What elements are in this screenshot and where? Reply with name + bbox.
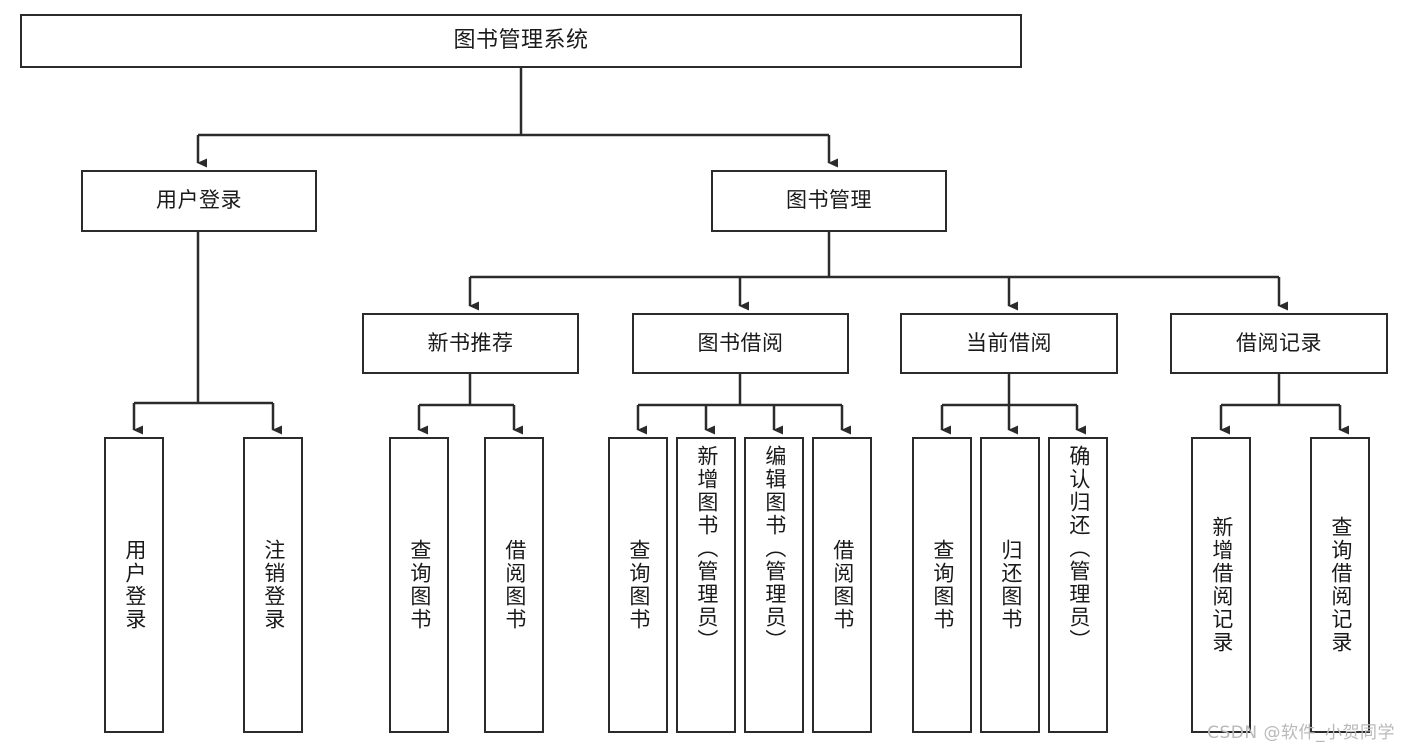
node-new-book-recommend[interactable]: 新书推荐 xyxy=(362,313,579,374)
node-label: 查询图书 xyxy=(626,539,651,631)
node-label: 查询图书 xyxy=(407,539,432,631)
node-leaf-borrow-book-recommend[interactable]: 借阅图书 xyxy=(484,437,544,733)
node-label: 用户登录 xyxy=(122,539,147,631)
node-label: 确认归还（管理员） xyxy=(1066,445,1091,652)
node-label: 注销登录 xyxy=(261,539,286,631)
node-leaf-confirm-return-admin[interactable]: 确认归还（管理员） xyxy=(1048,437,1108,733)
node-book-borrow[interactable]: 图书借阅 xyxy=(632,313,849,374)
node-user-login[interactable]: 用户登录 xyxy=(81,170,317,232)
node-label: 新增图书（管理员） xyxy=(694,445,719,652)
node-leaf-query-book-current[interactable]: 查询图书 xyxy=(912,437,972,733)
node-leaf-logout[interactable]: 注销登录 xyxy=(243,437,303,733)
node-leaf-add-book-admin[interactable]: 新增图书（管理员） xyxy=(676,437,736,733)
node-leaf-borrow-book[interactable]: 借阅图书 xyxy=(812,437,872,733)
node-label: 用户登录 xyxy=(156,188,242,213)
node-label: 当前借阅 xyxy=(966,330,1052,355)
node-label: 查询借阅记录 xyxy=(1328,516,1353,654)
node-label: 新增借阅记录 xyxy=(1209,516,1234,654)
watermark-text: CSDN @软件_小贺同学 xyxy=(1207,723,1395,743)
node-label: 借阅图书 xyxy=(830,539,855,631)
node-borrow-record[interactable]: 借阅记录 xyxy=(1170,313,1388,374)
node-label: 新书推荐 xyxy=(427,330,514,355)
node-book-management[interactable]: 图书管理 xyxy=(711,170,947,232)
node-label: 查询图书 xyxy=(930,539,955,631)
node-label: 归还图书 xyxy=(998,539,1023,631)
node-leaf-add-borrow-record[interactable]: 新增借阅记录 xyxy=(1191,437,1251,733)
node-current-borrow[interactable]: 当前借阅 xyxy=(900,313,1118,374)
node-leaf-return-book[interactable]: 归还图书 xyxy=(980,437,1040,733)
node-book-management-system[interactable]: 图书管理系统 xyxy=(20,14,1022,68)
node-leaf-user-login[interactable]: 用户登录 xyxy=(104,437,164,733)
node-leaf-edit-book-admin[interactable]: 编辑图书（管理员） xyxy=(744,437,804,733)
node-leaf-query-book-recommend[interactable]: 查询图书 xyxy=(389,437,449,733)
node-label: 借阅记录 xyxy=(1236,330,1322,355)
node-label: 编辑图书（管理员） xyxy=(762,445,787,652)
node-label: 图书管理 xyxy=(786,188,872,213)
node-label: 图书管理系统 xyxy=(453,27,589,53)
node-leaf-query-book-borrow[interactable]: 查询图书 xyxy=(608,437,668,733)
node-label: 借阅图书 xyxy=(502,539,527,631)
node-label: 图书借阅 xyxy=(697,330,784,355)
node-leaf-query-borrow-record[interactable]: 查询借阅记录 xyxy=(1310,437,1370,733)
